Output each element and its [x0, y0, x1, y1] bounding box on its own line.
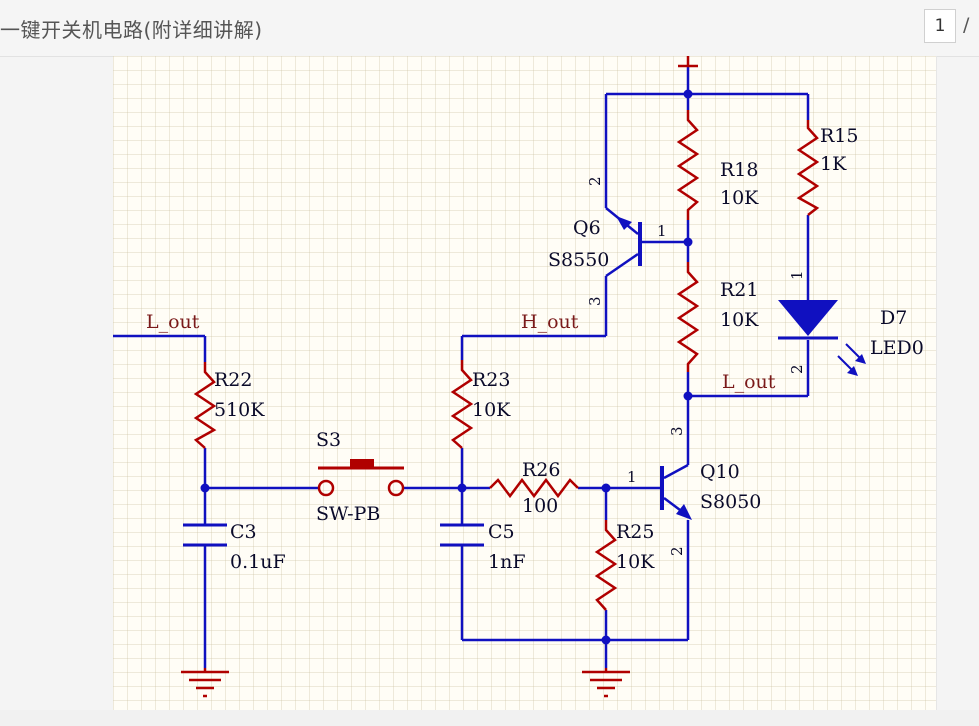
q6-pin2: 2 — [586, 176, 604, 186]
r26-value: 100 — [522, 495, 558, 517]
r25-ref: R25 — [616, 521, 654, 543]
q10-transistor — [660, 463, 692, 520]
junction-dots — [200, 89, 693, 645]
q6-value: S8550 — [548, 249, 609, 271]
c5-ref: C5 — [488, 521, 515, 543]
s3-value: SW-PB — [316, 503, 380, 525]
power-symbol — [678, 56, 698, 68]
d7-value: LED0 — [870, 337, 924, 359]
r23-body — [450, 360, 474, 449]
bottom-strip — [0, 710, 979, 726]
d7-pin2: 2 — [788, 364, 806, 374]
r25-value: 10K — [616, 551, 655, 573]
q6-transistor — [604, 150, 642, 290]
r15-value: 1K — [820, 153, 847, 175]
r22-value: 510K — [214, 399, 265, 421]
r21-value: 10K — [720, 309, 759, 331]
c3-value: 0.1uF — [230, 551, 286, 573]
r15-body — [796, 120, 820, 216]
r22-ref: R22 — [214, 369, 252, 391]
r18-body — [676, 110, 700, 220]
d7-led — [778, 265, 866, 376]
d7-pin1: 1 — [788, 270, 806, 280]
capacitors — [183, 523, 484, 547]
document-title: 一键开关机电路(附详细讲解) — [0, 18, 263, 42]
q6-pin3: 3 — [586, 296, 604, 306]
resistors — [193, 110, 820, 611]
s3-ref: S3 — [316, 429, 341, 451]
s3-switch — [317, 459, 405, 497]
ground-symbols — [181, 668, 630, 698]
wires — [113, 66, 810, 668]
circuit-schematic: Q6 S8550 1 2 3 R18 10K R15 1K R21 10K D7… — [113, 56, 924, 698]
net-l-out-left: L_out — [146, 311, 200, 333]
net-l-out-right: L_out — [722, 371, 776, 393]
page-number-input[interactable]: 1 — [924, 9, 956, 43]
q10-ref: Q10 — [700, 461, 740, 483]
r26-body — [489, 477, 579, 499]
q10-pin1: 1 — [627, 468, 637, 486]
document-header: 一键开关机电路(附详细讲解) 1 / — [0, 0, 979, 57]
page-separator: / — [963, 14, 970, 36]
c3-ref: C3 — [230, 521, 257, 543]
r21-body — [676, 262, 700, 372]
net-h-out: H_out — [521, 311, 579, 333]
component-labels: Q6 S8550 1 2 3 R18 10K R15 1K R21 10K D7… — [146, 125, 924, 573]
d7-ref: D7 — [880, 307, 907, 329]
c5-value: 1nF — [488, 551, 526, 573]
q10-pin2: 2 — [668, 546, 686, 556]
r26-ref: R26 — [522, 459, 560, 481]
q10-value: S8050 — [700, 491, 761, 513]
r21-ref: R21 — [720, 279, 758, 301]
schematic-canvas: Q6 S8550 1 2 3 R18 10K R15 1K R21 10K D7… — [113, 56, 937, 710]
q6-ref: Q6 — [573, 217, 601, 239]
q6-pin1: 1 — [657, 222, 667, 240]
r23-value: 10K — [472, 399, 511, 421]
r18-value: 10K — [720, 187, 759, 209]
r25-body — [594, 520, 618, 611]
r22-body — [193, 362, 217, 449]
q10-pin3: 3 — [668, 426, 686, 436]
r23-ref: R23 — [472, 369, 510, 391]
r15-ref: R15 — [820, 125, 858, 147]
r18-ref: R18 — [720, 159, 758, 181]
